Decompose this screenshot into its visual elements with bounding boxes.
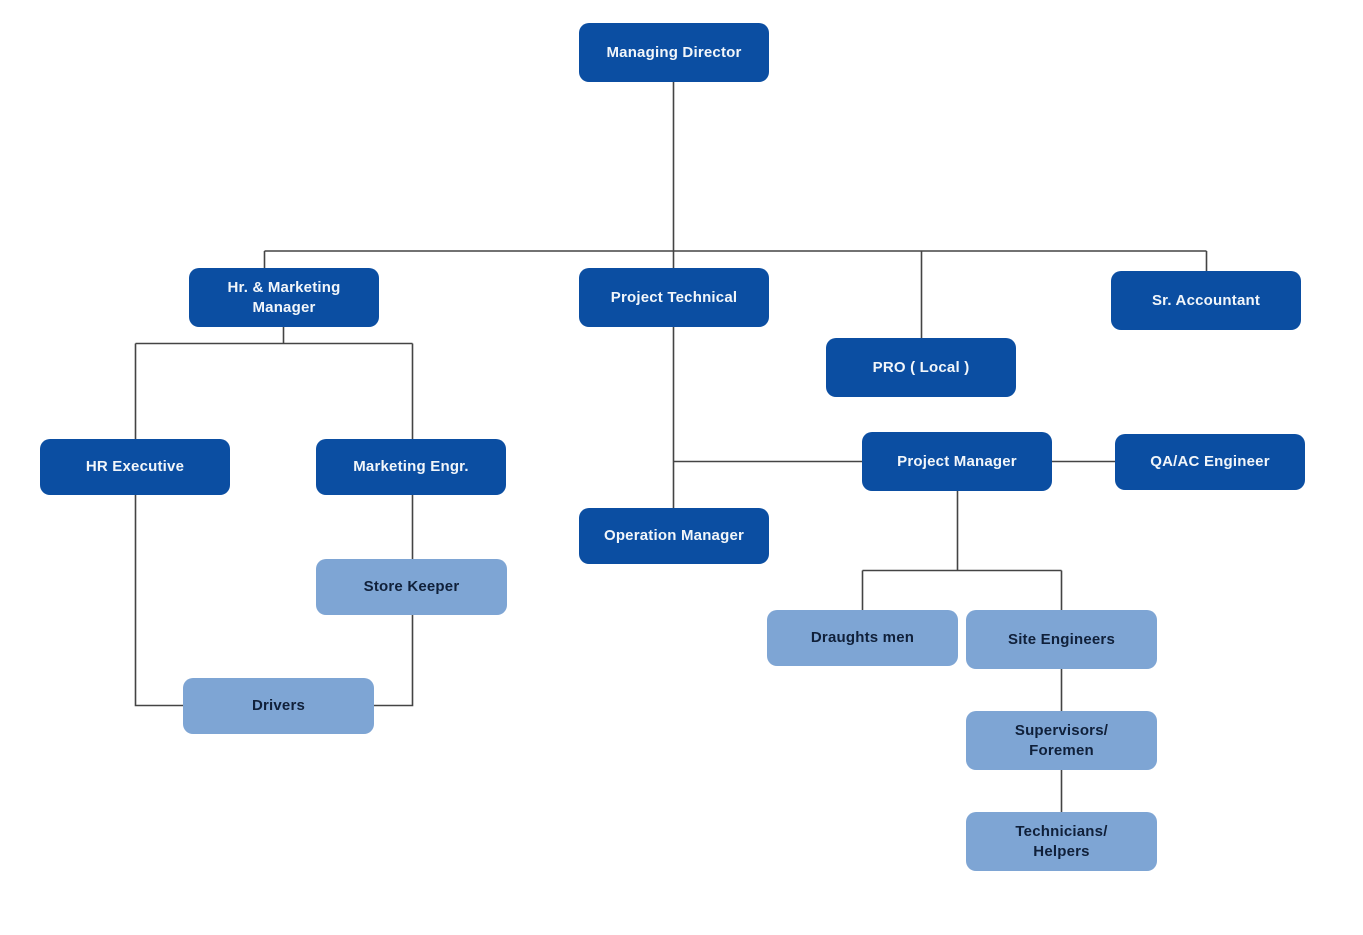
node-sr-accountant[interactable]: Sr. Accountant	[1111, 271, 1301, 330]
node-marketing-engr[interactable]: Marketing Engr.	[316, 439, 506, 495]
node-label-site-engineers: Site Engineers	[1007, 630, 1115, 648]
node-label-supervisors-foremen: Supervisors/ Foremen	[1014, 722, 1109, 759]
node-label-draughts-men: Draughts men	[810, 629, 915, 647]
node-hr-executive[interactable]: HR Executive	[40, 439, 230, 495]
node-pro-local[interactable]: PRO ( Local )	[826, 338, 1016, 397]
node-technicians-helpers[interactable]: Technicians/ Helpers	[966, 812, 1157, 871]
node-project-manager[interactable]: Project Manager	[862, 432, 1052, 491]
node-label-sr-accountant: Sr. Accountant	[1151, 291, 1261, 309]
node-label-hr-marketing-manager: Hr. & Marketing Manager	[227, 279, 341, 316]
node-label-hr-executive: HR Executive	[85, 458, 185, 476]
node-drivers[interactable]: Drivers	[183, 678, 374, 734]
connector-store-keeper-to-drivers	[374, 615, 414, 707]
node-qa-ac-engineer[interactable]: QA/AC Engineer	[1115, 434, 1305, 490]
node-label-qa-ac-engineer: QA/AC Engineer	[1150, 453, 1270, 471]
node-draughts-men[interactable]: Draughts men	[767, 610, 958, 666]
node-managing-director[interactable]: Managing Director	[579, 23, 769, 82]
node-label-project-manager: Project Manager	[897, 452, 1017, 470]
node-operation-manager[interactable]: Operation Manager	[579, 508, 769, 564]
node-label-drivers: Drivers	[251, 697, 306, 715]
node-label-managing-director: Managing Director	[606, 43, 742, 61]
node-label-project-technical: Project Technical	[610, 288, 738, 306]
node-label-marketing-engr: Marketing Engr.	[353, 458, 469, 476]
node-project-technical[interactable]: Project Technical	[579, 268, 769, 327]
node-label-pro-local: PRO ( Local )	[872, 358, 970, 376]
node-site-engineers[interactable]: Site Engineers	[966, 610, 1157, 669]
node-supervisors-foremen[interactable]: Supervisors/ Foremen	[966, 711, 1157, 770]
connector-hr-executive-to-drivers	[134, 495, 183, 707]
node-store-keeper[interactable]: Store Keeper	[316, 559, 507, 615]
node-label-operation-manager: Operation Manager	[603, 527, 745, 545]
node-hr-marketing-manager[interactable]: Hr. & Marketing Manager	[189, 268, 379, 327]
node-label-technicians-helpers: Technicians/ Helpers	[1015, 823, 1108, 860]
node-label-store-keeper: Store Keeper	[363, 578, 460, 596]
